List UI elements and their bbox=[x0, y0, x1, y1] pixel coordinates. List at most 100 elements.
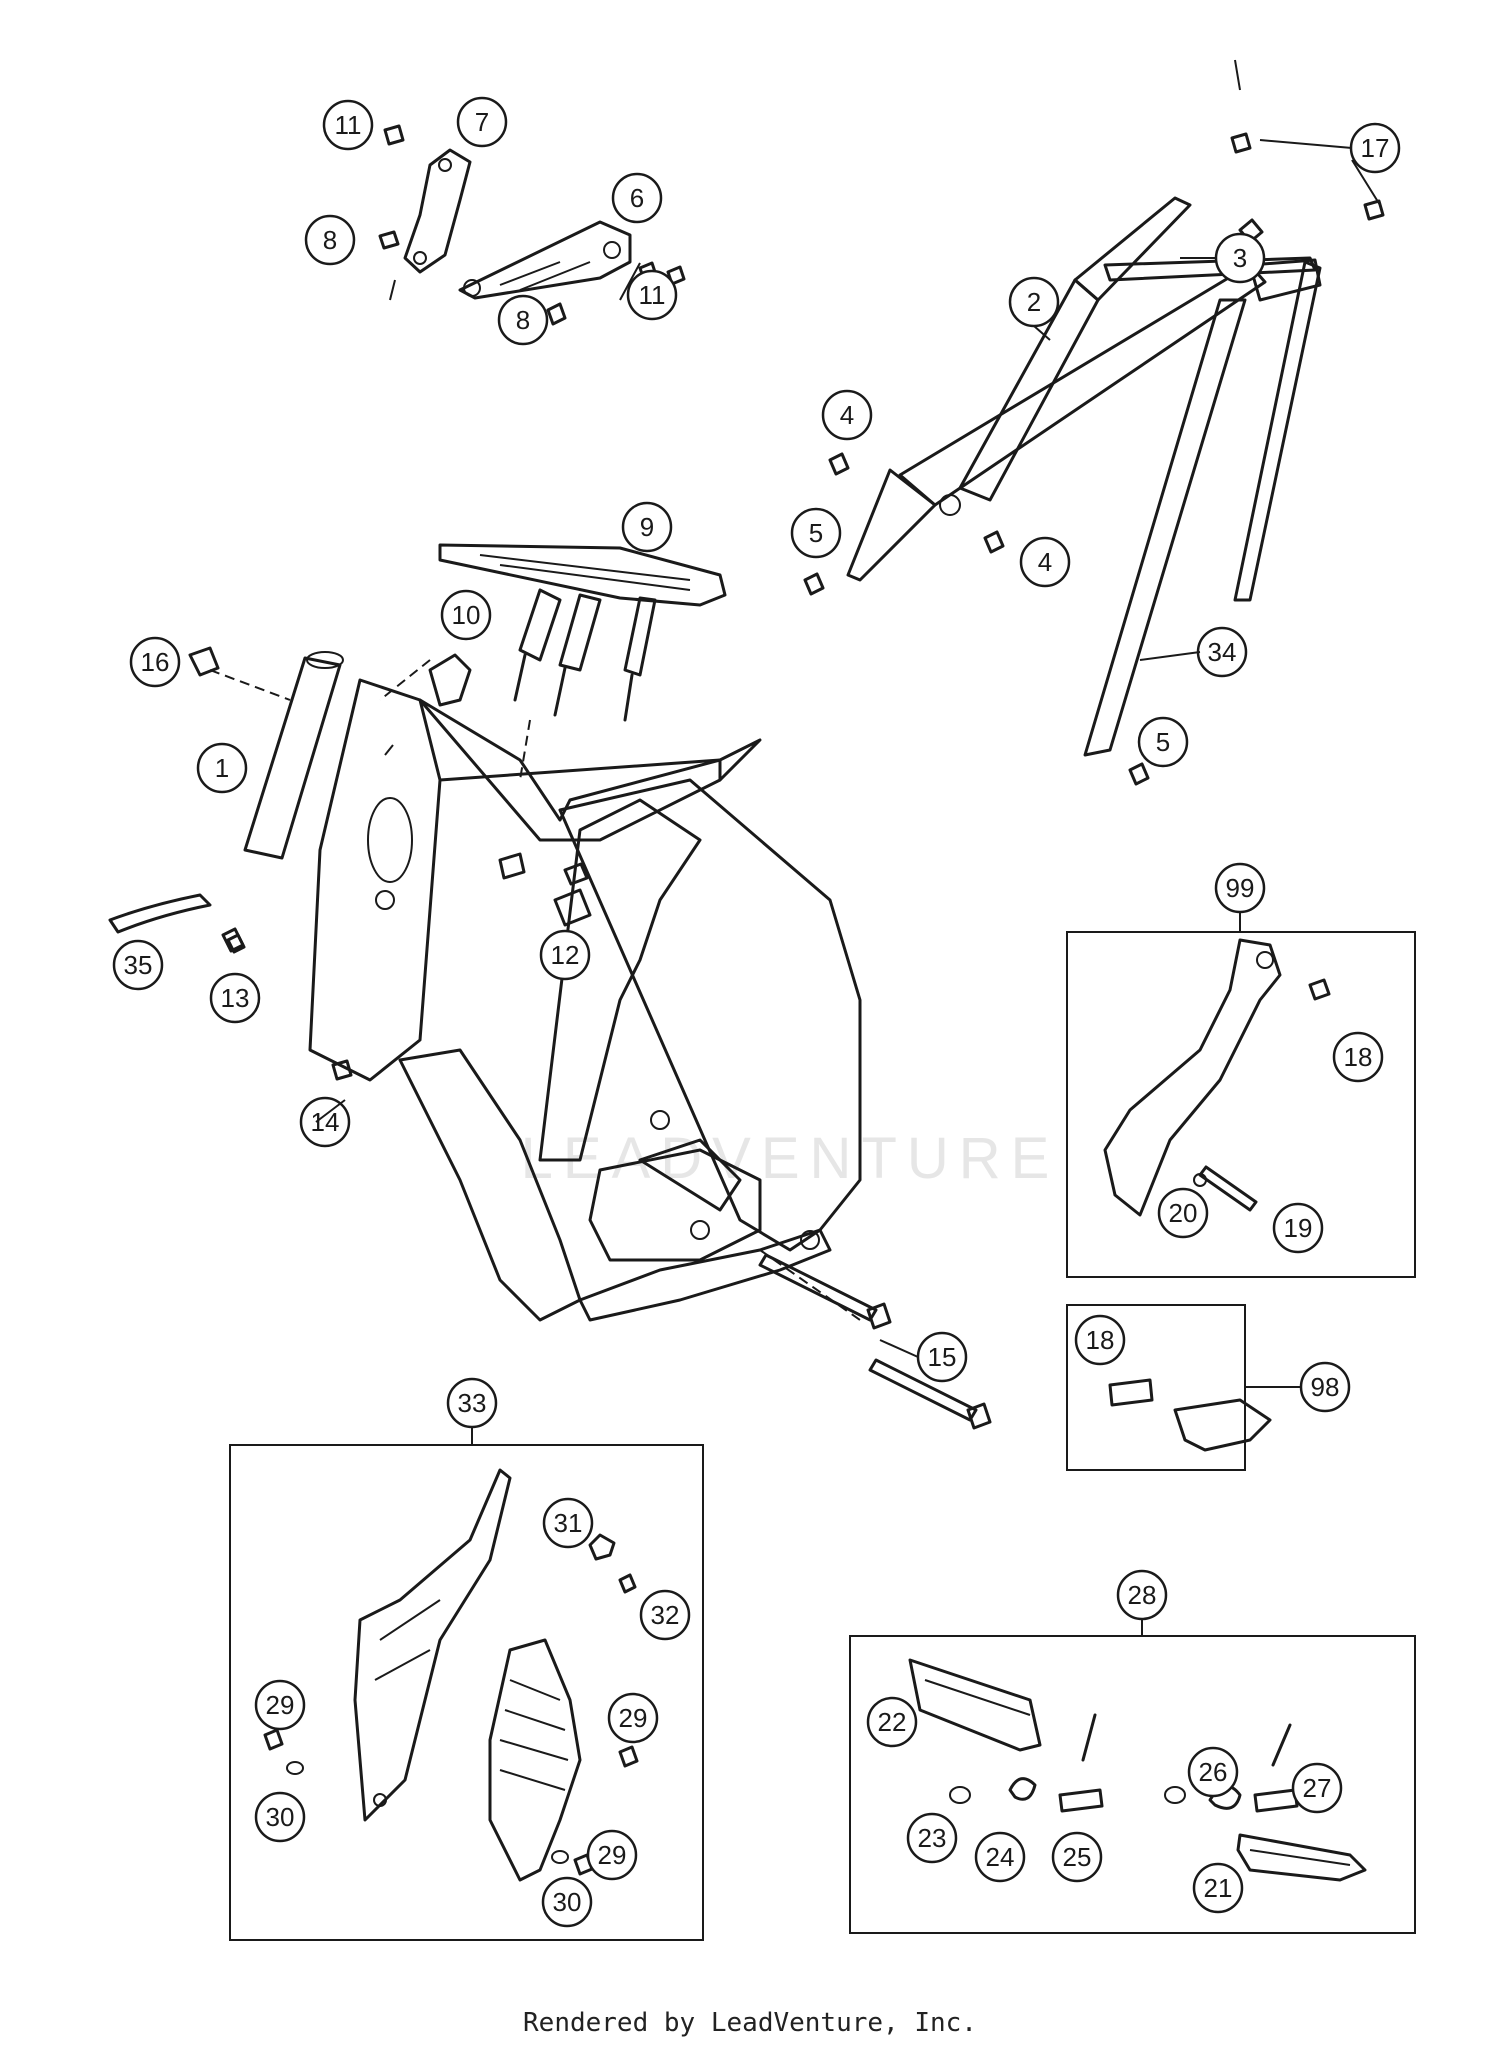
skid-guard bbox=[438, 543, 727, 722]
callout-5b: 5 bbox=[1137, 716, 1189, 768]
callout-27: 27 bbox=[1291, 1762, 1343, 1814]
callout-3: 3 bbox=[1214, 232, 1266, 284]
callout-99: 99 bbox=[1214, 862, 1266, 914]
callout-35: 35 bbox=[112, 939, 164, 991]
hose bbox=[108, 893, 212, 934]
footpeg-right bbox=[1236, 1833, 1367, 1882]
callout-30a: 30 bbox=[254, 1791, 306, 1843]
box-28 bbox=[849, 1635, 1416, 1934]
svg-text:23: 23 bbox=[918, 1823, 947, 1853]
svg-text:13: 13 bbox=[221, 983, 250, 1013]
callout-10: 10 bbox=[440, 589, 492, 641]
callout-21: 21 bbox=[1192, 1862, 1244, 1914]
svg-text:30: 30 bbox=[553, 1887, 582, 1917]
callout-14: 14 bbox=[299, 1096, 351, 1148]
watermark: LEADVENTURE bbox=[521, 1126, 1060, 1191]
svg-text:4: 4 bbox=[840, 400, 854, 430]
callout-29c: 29 bbox=[586, 1829, 638, 1881]
subframe bbox=[803, 132, 1385, 786]
svg-text:10: 10 bbox=[452, 600, 481, 630]
callout-8b: 8 bbox=[497, 294, 549, 346]
callout-18b: 18 bbox=[1074, 1314, 1126, 1366]
clip-16 bbox=[188, 646, 220, 677]
svg-text:5: 5 bbox=[1156, 727, 1170, 757]
svg-text:29: 29 bbox=[598, 1840, 627, 1870]
callout-33: 33 bbox=[446, 1377, 498, 1429]
callout-29b: 29 bbox=[607, 1692, 659, 1744]
svg-text:11: 11 bbox=[639, 280, 666, 310]
callout-4b: 4 bbox=[1019, 536, 1071, 588]
svg-text:98: 98 bbox=[1311, 1372, 1340, 1402]
svg-text:11: 11 bbox=[335, 110, 362, 140]
callout-9: 9 bbox=[621, 501, 673, 553]
callout-34: 34 bbox=[1196, 626, 1248, 678]
box-99 bbox=[1066, 931, 1416, 1278]
svg-text:19: 19 bbox=[1284, 1213, 1313, 1243]
svg-text:33: 33 bbox=[458, 1388, 487, 1418]
footer-credit: Rendered by LeadVenture, Inc. bbox=[523, 2008, 977, 2038]
svg-text:35: 35 bbox=[124, 950, 153, 980]
callout-31: 31 bbox=[542, 1497, 594, 1549]
callout-7: 7 bbox=[456, 96, 508, 148]
bracket-group bbox=[378, 124, 686, 326]
svg-text:9: 9 bbox=[640, 512, 654, 542]
callout-12: 12 bbox=[539, 929, 591, 981]
svg-text:4: 4 bbox=[1038, 547, 1052, 577]
svg-text:34: 34 bbox=[1208, 637, 1237, 667]
callout-30b: 30 bbox=[541, 1876, 593, 1928]
svg-text:7: 7 bbox=[475, 107, 489, 137]
svg-text:6: 6 bbox=[630, 183, 644, 213]
callout-24: 24 bbox=[974, 1831, 1026, 1883]
svg-text:17: 17 bbox=[1361, 133, 1390, 163]
chain-guide bbox=[1103, 938, 1331, 1217]
callout-4a: 4 bbox=[821, 389, 873, 441]
callout-23: 23 bbox=[906, 1812, 958, 1864]
callout-29a: 29 bbox=[254, 1679, 306, 1731]
svg-text:8: 8 bbox=[516, 305, 530, 335]
frame-protector-left bbox=[353, 1468, 512, 1822]
callout-11a: 11 bbox=[322, 99, 374, 151]
svg-text:29: 29 bbox=[266, 1690, 295, 1720]
callout-25: 25 bbox=[1051, 1831, 1103, 1883]
clip-10 bbox=[428, 653, 472, 707]
svg-text:24: 24 bbox=[986, 1842, 1015, 1872]
callout-98: 98 bbox=[1299, 1361, 1351, 1413]
callout-17: 17 bbox=[1349, 122, 1401, 174]
callout-28: 28 bbox=[1116, 1569, 1168, 1621]
box-33 bbox=[229, 1444, 704, 1941]
callout-26: 26 bbox=[1187, 1746, 1239, 1798]
svg-text:31: 31 bbox=[554, 1508, 583, 1538]
clip-12 bbox=[553, 888, 592, 927]
svg-text:16: 16 bbox=[141, 647, 170, 677]
svg-text:15: 15 bbox=[928, 1342, 957, 1372]
svg-text:99: 99 bbox=[1226, 873, 1255, 903]
svg-text:5: 5 bbox=[809, 518, 823, 548]
svg-text:30: 30 bbox=[266, 1802, 295, 1832]
callout-19: 19 bbox=[1272, 1202, 1324, 1254]
callout-20: 20 bbox=[1157, 1187, 1209, 1239]
callout-13: 13 bbox=[209, 972, 261, 1024]
svg-text:20: 20 bbox=[1169, 1198, 1198, 1228]
callout-22: 22 bbox=[866, 1696, 918, 1748]
chain-slider bbox=[1108, 1378, 1272, 1452]
svg-text:2: 2 bbox=[1027, 287, 1041, 317]
svg-text:1: 1 bbox=[215, 753, 229, 783]
callout-6: 6 bbox=[611, 172, 663, 224]
svg-text:18: 18 bbox=[1344, 1042, 1373, 1072]
svg-text:25: 25 bbox=[1063, 1842, 1092, 1872]
fitting-13 bbox=[221, 927, 245, 953]
callout-8a: 8 bbox=[304, 214, 356, 266]
callout-16: 16 bbox=[129, 636, 181, 688]
callout-18a: 18 bbox=[1332, 1031, 1384, 1083]
svg-text:14: 14 bbox=[311, 1107, 340, 1137]
svg-text:29: 29 bbox=[619, 1703, 648, 1733]
svg-text:26: 26 bbox=[1199, 1757, 1228, 1787]
frame-protector-right bbox=[488, 1638, 582, 1882]
main-frame bbox=[226, 651, 862, 1322]
svg-text:3: 3 bbox=[1233, 243, 1247, 273]
svg-text:21: 21 bbox=[1204, 1873, 1233, 1903]
callout-1: 1 bbox=[196, 742, 248, 794]
callout-5a: 5 bbox=[790, 507, 842, 559]
callout-32: 32 bbox=[639, 1589, 691, 1641]
